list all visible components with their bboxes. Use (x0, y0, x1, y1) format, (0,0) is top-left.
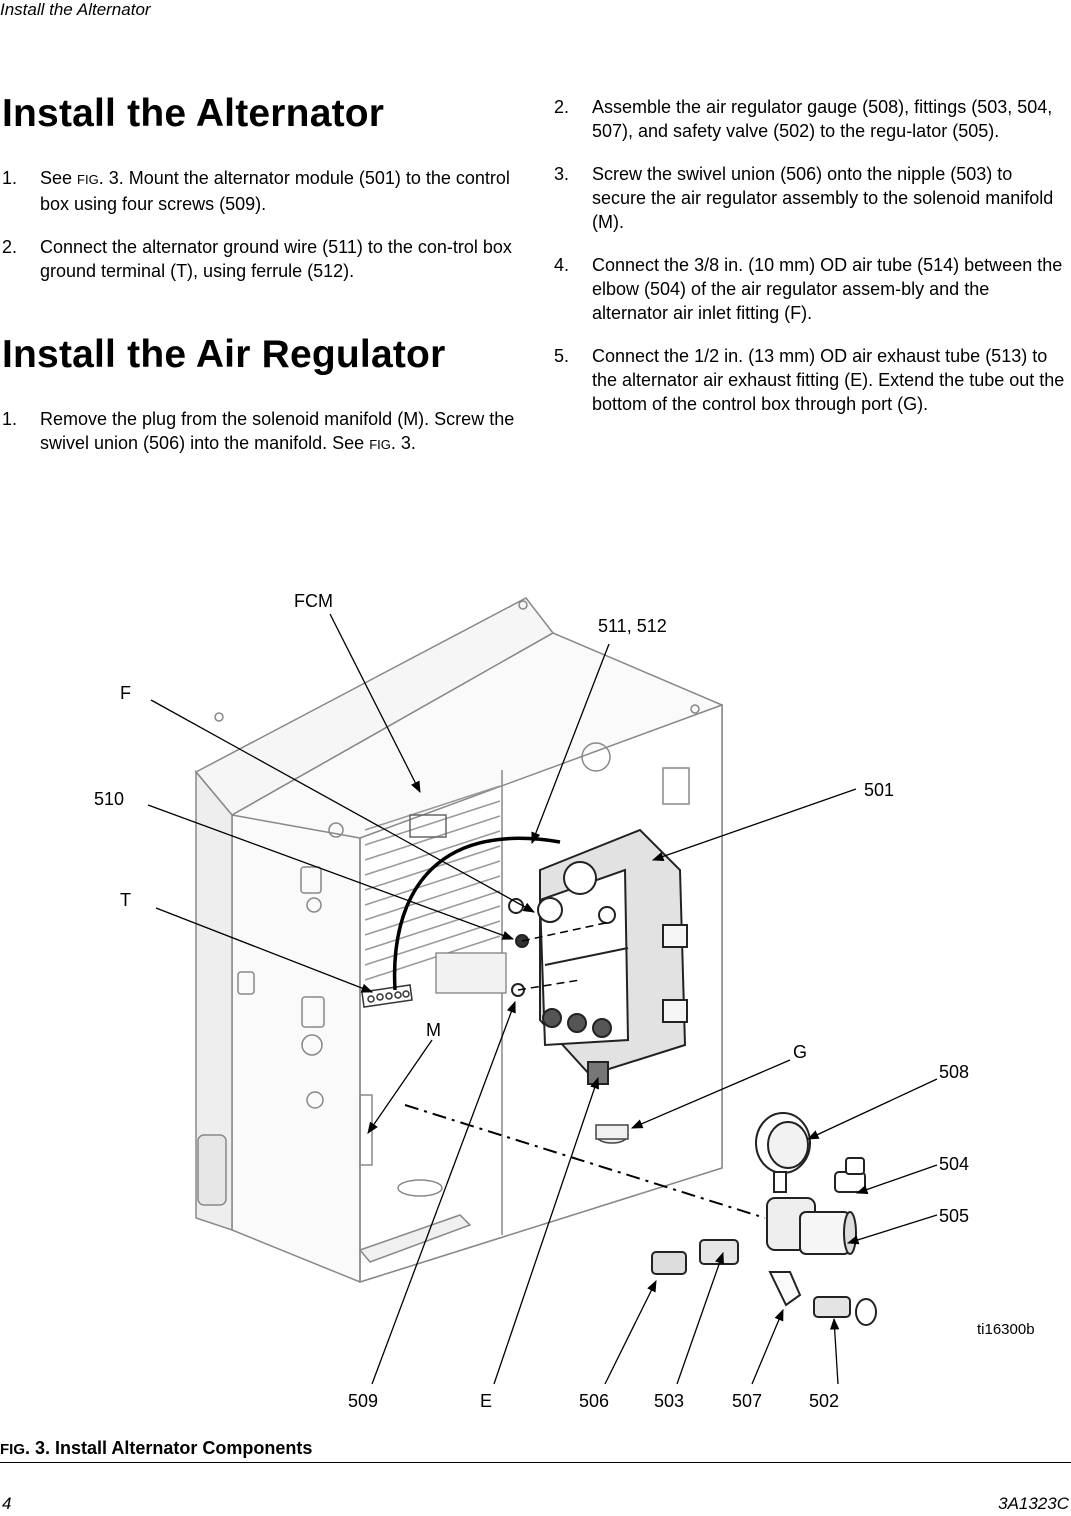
footer-rule (0, 1462, 1071, 1463)
step-item: 3.Screw the swivel union (506) onto the … (554, 164, 1054, 232)
label-t: T (120, 890, 131, 910)
step-item: 1.See Fig. 3. Mount the alternator modul… (2, 168, 510, 214)
ground-wire (392, 836, 561, 991)
label-502: 502 (809, 1391, 839, 1411)
label-figure-id: ti16300b (977, 1321, 1035, 1338)
fig-ref: Fig (77, 172, 99, 187)
label-510: 510 (94, 789, 124, 809)
right-column-steps: 2.Assemble the air regulator gauge (508)… (554, 95, 1069, 435)
step-item: 5.Connect the 1/2 in. (13 mm) OD air exh… (554, 346, 1065, 414)
air-regulator-assembly (651, 1112, 877, 1326)
port-g (595, 1124, 629, 1144)
section-title-alternator: Install the Alternator (2, 92, 385, 135)
label-507: 507 (732, 1391, 762, 1411)
label-504: 504 (939, 1154, 969, 1174)
step-item: 2.Connect the alternator ground wire (51… (2, 237, 512, 281)
label-506: 506 (579, 1391, 609, 1411)
label-f: F (120, 683, 131, 703)
label-511-512: 511, 512 (598, 616, 667, 636)
page-number: 4 (2, 1494, 12, 1513)
step-item: 1.Remove the plug from the solenoid mani… (2, 409, 515, 453)
label-503: 503 (654, 1391, 684, 1411)
step-item: 4.Connect the 3/8 in. (10 mm) OD air tub… (554, 255, 1063, 323)
document-number: 3A1323C (998, 1494, 1069, 1513)
dashed-screw-line (517, 979, 581, 991)
label-501: 501 (864, 780, 894, 800)
alternator-module (508, 828, 688, 1085)
figure-caption: Fig. 3. Install Alternator Components (0, 1438, 313, 1458)
dashed-screw-line (521, 921, 611, 942)
relay-block (435, 952, 507, 994)
running-header: Install the Alternator (0, 0, 151, 19)
section-title-air-regulator: Install the Air Regulator (2, 333, 446, 376)
assembly-axis (404, 1104, 766, 1219)
label-e: E (480, 1391, 492, 1411)
alternator-steps: 1.See Fig. 3. Mount the alternator modul… (2, 166, 522, 302)
label-m: M (426, 1020, 441, 1040)
alternator-components-figure: FCM F 510 T M 511, 512 501 G 508 504 505… (94, 591, 1035, 1411)
air-regulator-steps: 1.Remove the plug from the solenoid mani… (2, 407, 522, 476)
label-508: 508 (939, 1062, 969, 1082)
label-505: 505 (939, 1206, 969, 1226)
label-g: G (793, 1042, 807, 1062)
fig-ref: Fig (369, 437, 391, 452)
ground-terminal-strip (361, 984, 413, 1008)
label-509: 509 (348, 1391, 378, 1411)
label-fcm: FCM (294, 591, 333, 611)
display-window (409, 814, 447, 838)
step-item: 2.Assemble the air regulator gauge (508)… (554, 97, 1053, 141)
leader-lines (147, 613, 938, 1385)
